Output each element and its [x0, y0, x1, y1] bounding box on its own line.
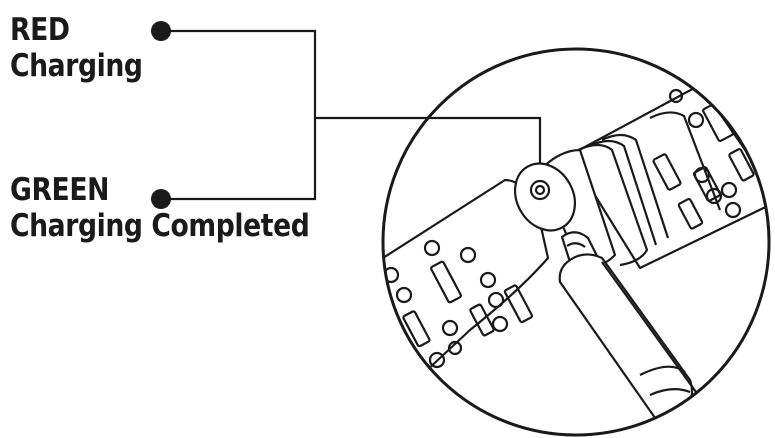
- body-slot: [652, 153, 682, 191]
- body-slot: [692, 166, 722, 202]
- red-callout-line: [162, 29, 317, 118]
- body-hole: [687, 111, 705, 129]
- body-hole: [705, 187, 723, 205]
- tube-hole: [423, 239, 441, 257]
- tube-slot: [503, 284, 534, 324]
- red-status-text: Charging: [10, 48, 143, 84]
- led-indicator: [529, 179, 551, 201]
- green-callout-dot: [151, 189, 171, 209]
- magnifier-circle: [381, 47, 771, 437]
- green-indicator-label: GREEN Charging Completed: [10, 172, 310, 244]
- callout-lines: [162, 29, 542, 201]
- red-indicator-label: RED Charging: [10, 12, 143, 84]
- tube-hole: [459, 246, 477, 264]
- green-status-text: Charging Completed: [10, 208, 310, 244]
- magnified-view: [383, 83, 769, 427]
- tube-hole: [447, 340, 463, 356]
- green-color-word: GREEN: [10, 172, 110, 208]
- body-hole: [668, 88, 684, 104]
- body-hole: [724, 201, 742, 219]
- tube-hole: [479, 271, 497, 289]
- red-color-word: RED: [10, 12, 70, 48]
- body-hole: [693, 166, 711, 184]
- tube-slot: [469, 303, 495, 337]
- red-callout-dot: [151, 21, 171, 41]
- body-slot: [728, 148, 755, 182]
- tube-hole: [487, 291, 505, 309]
- pointer-line: [315, 116, 542, 180]
- tube-hole: [428, 351, 446, 369]
- charging-plug: [558, 231, 697, 427]
- tube-hole: [491, 315, 509, 333]
- body-hole: [720, 181, 738, 199]
- tube-hole: [441, 319, 459, 337]
- tube-hole: [395, 286, 413, 304]
- body-slot: [677, 197, 704, 230]
- green-callout-line: [162, 118, 317, 201]
- tube-slot: [402, 310, 431, 348]
- tube-slot: [430, 260, 462, 304]
